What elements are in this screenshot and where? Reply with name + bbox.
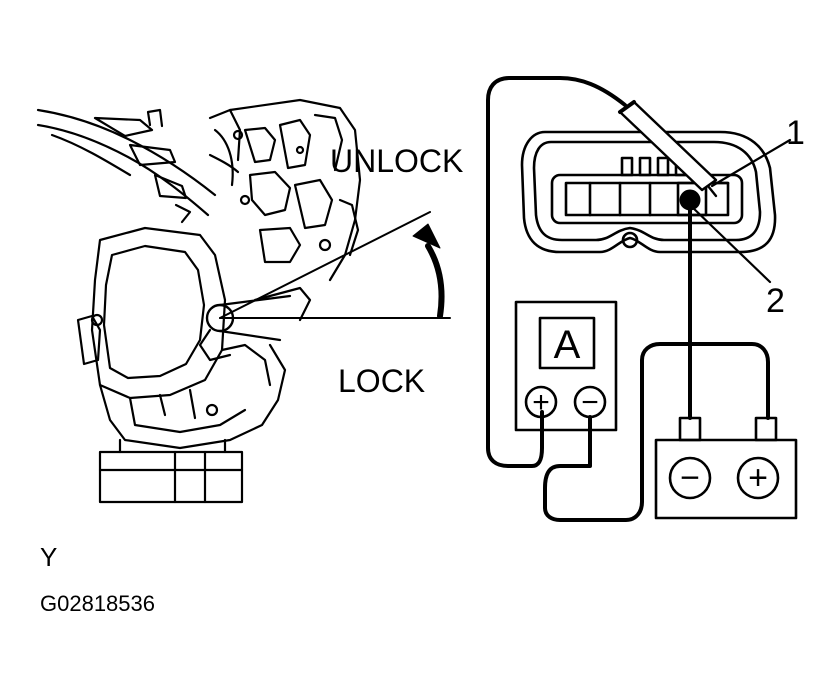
- door-lock-actuator-icon: [36, 98, 362, 504]
- probe-icon: [618, 100, 718, 198]
- connector-icon: [520, 130, 777, 254]
- battery-positive-symbol: +: [748, 459, 768, 497]
- callout-1-leader: [710, 138, 792, 188]
- terminal-2-dot: [679, 189, 701, 211]
- unlock-reference-line: [219, 211, 431, 319]
- rotation-arrow-icon: [412, 223, 445, 319]
- wire-ammeter-to-battery: [543, 342, 770, 522]
- callout-1-label: 1: [786, 114, 805, 152]
- figure-code: G02818536: [40, 591, 155, 616]
- battery-negative-symbol: −: [680, 459, 700, 497]
- callout-2-label: 2: [766, 282, 785, 320]
- ammeter-negative-symbol: −: [581, 386, 599, 419]
- battery-icon: [654, 416, 798, 520]
- ammeter-positive-symbol: +: [532, 386, 550, 419]
- callout-2-leader: [688, 203, 772, 284]
- ammeter-letter: A: [554, 323, 581, 367]
- unlock-label: UNLOCK: [330, 143, 463, 179]
- lock-label: LOCK: [338, 363, 425, 399]
- wire-probe-to-ammeter: [486, 76, 627, 468]
- view-letter: Y: [40, 542, 57, 572]
